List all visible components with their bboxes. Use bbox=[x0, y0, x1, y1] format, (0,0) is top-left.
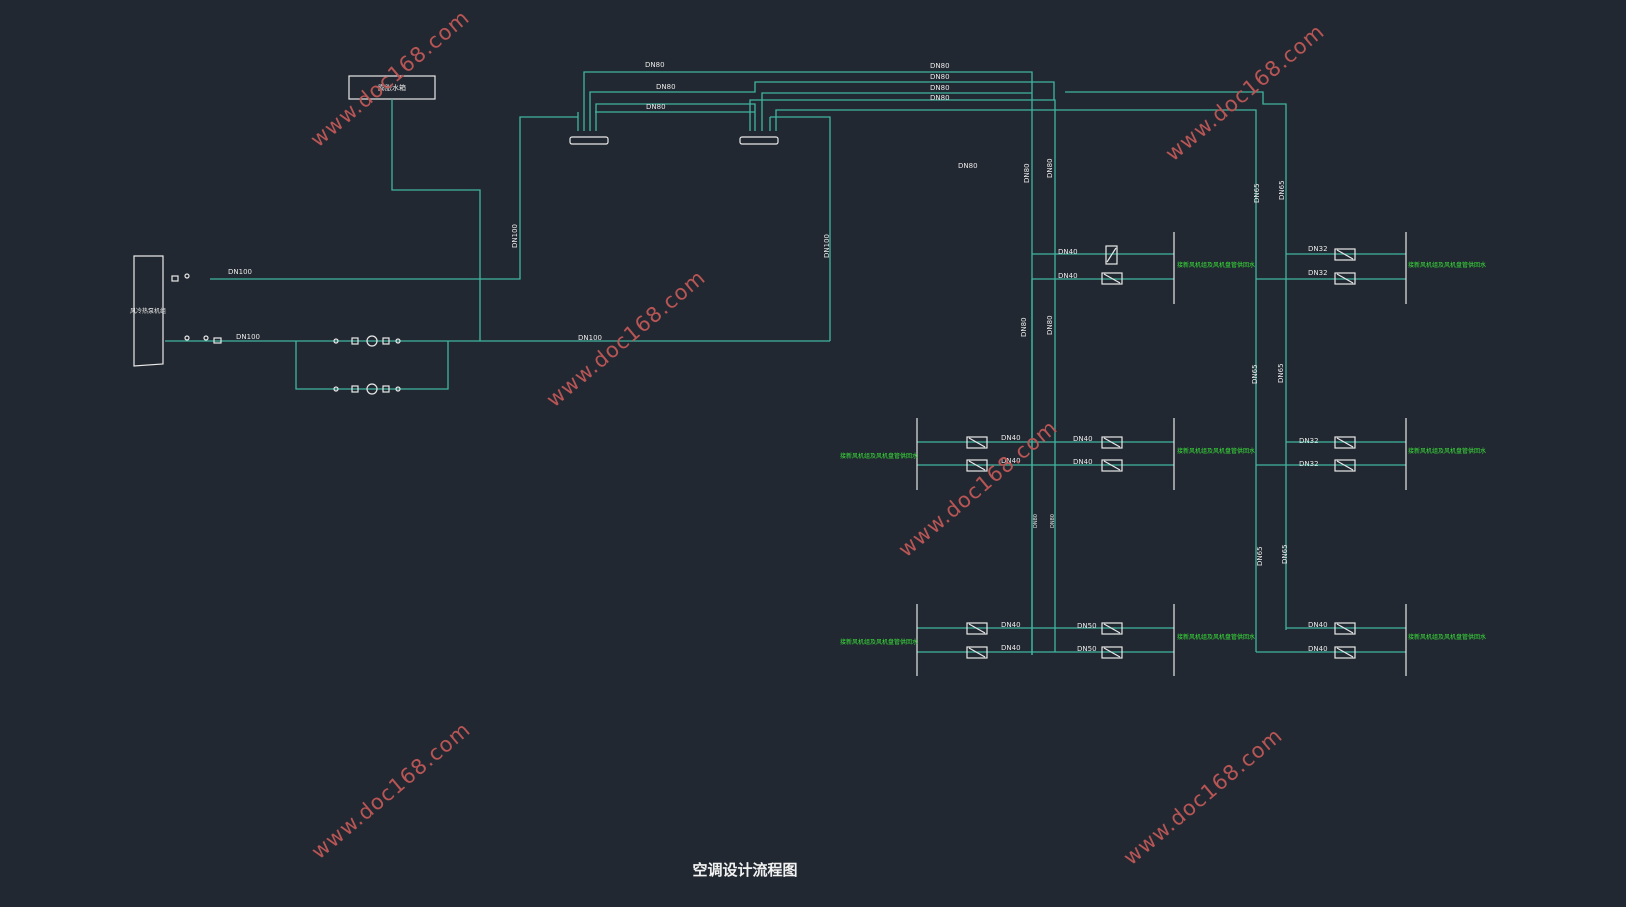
valve-icon bbox=[1334, 436, 1356, 449]
label-riser-a6: DN80 bbox=[1050, 514, 1056, 528]
valve-icon bbox=[966, 459, 988, 472]
label-return-main: DN100 bbox=[236, 333, 260, 341]
label-branch-4: DN32 bbox=[1308, 269, 1328, 277]
label-branch-16: DN40 bbox=[1308, 645, 1328, 653]
watermarks: www.doc168.com www.doc168.com www.doc168… bbox=[306, 5, 1329, 870]
label-header-2: DN80 bbox=[656, 83, 676, 91]
label-riser-a2: DN80 bbox=[1046, 158, 1054, 178]
label-branch-15: DN40 bbox=[1308, 621, 1328, 629]
watermark-3: www.doc168.com bbox=[542, 265, 710, 412]
watermark-1: www.doc168.com bbox=[306, 5, 474, 152]
label-riser-b6: DN65 bbox=[1281, 544, 1289, 564]
terminal-label-1: 接新风机组及风机盘管供回水 bbox=[1177, 261, 1255, 269]
label-branch-6: DN40 bbox=[1001, 457, 1021, 465]
tank-label: 膨胀水箱 bbox=[378, 83, 406, 92]
valve-icon bbox=[1101, 622, 1123, 635]
label-branch-12: DN40 bbox=[1001, 644, 1021, 652]
label-riser-a5: DN80 bbox=[1033, 514, 1039, 528]
branches bbox=[916, 232, 1407, 676]
pump-icon bbox=[366, 383, 378, 395]
label-riser-b2: DN65 bbox=[1278, 180, 1286, 200]
watermark-6: www.doc168.com bbox=[1119, 723, 1287, 870]
label-branch-11: DN40 bbox=[1001, 621, 1021, 629]
valve-icon bbox=[1334, 622, 1356, 635]
label-riser-left: DN100 bbox=[511, 224, 519, 248]
label-riser-right: DN100 bbox=[823, 234, 831, 258]
terminal-labels: 接新风机组及风机盘管供回水 接新风机组及风机盘管供回水 接新风机组及风机盘管供回… bbox=[840, 261, 1486, 646]
valve-icon bbox=[1101, 436, 1123, 449]
label-riser-b1: DN65 bbox=[1253, 183, 1261, 203]
valve-icon bbox=[1334, 646, 1356, 659]
pipe-labels: DN100 DN100 DN100 DN100 DN100 DN80 DN80 … bbox=[228, 61, 1289, 566]
valve-icon bbox=[1101, 646, 1123, 659]
valve-icon bbox=[966, 646, 988, 659]
valve-icon bbox=[1105, 245, 1118, 265]
watermark-5: www.doc168.com bbox=[307, 717, 475, 864]
valve-icon bbox=[1101, 272, 1123, 285]
diagram-title: 空调设计流程图 bbox=[692, 861, 797, 879]
label-riser-b5: DN65 bbox=[1256, 546, 1264, 566]
pump-icon bbox=[366, 335, 378, 347]
terminal-label-7: 接新风机组及风机盘管供回水 bbox=[1177, 633, 1255, 641]
label-riser-a3: DN80 bbox=[1020, 317, 1028, 337]
label-supply-main: DN100 bbox=[228, 268, 252, 276]
label-branch-9: DN32 bbox=[1299, 437, 1319, 445]
main-pipes bbox=[165, 71, 1287, 655]
label-riser-b4: DN65 bbox=[1277, 363, 1285, 383]
terminal-label-2: 接新风机组及风机盘管供回水 bbox=[1408, 261, 1486, 269]
valve-icon bbox=[1101, 459, 1123, 472]
label-floor: DN80 bbox=[958, 162, 978, 170]
terminal-label-5: 接新风机组及风机盘管供回水 bbox=[1408, 447, 1486, 455]
valve-icon bbox=[966, 622, 988, 635]
valve-icon bbox=[1334, 248, 1356, 261]
chiller-label: 风冷热泵机组 bbox=[130, 307, 166, 315]
label-top-b: DN80 bbox=[930, 73, 950, 81]
terminal-label-4: 接新风机组及风机盘管供回水 bbox=[1177, 447, 1255, 455]
label-top-a: DN80 bbox=[930, 62, 950, 70]
label-riser-a4: DN80 bbox=[1046, 315, 1054, 335]
branch-labels: DN40 DN40 DN32 DN32 DN40 DN40 DN40 DN40 … bbox=[1001, 245, 1328, 653]
label-branch-5: DN40 bbox=[1001, 434, 1021, 442]
label-header-1: DN80 bbox=[645, 61, 665, 69]
label-branch-2: DN40 bbox=[1058, 272, 1078, 280]
label-branch-1: DN40 bbox=[1058, 248, 1078, 256]
label-branch-8: DN40 bbox=[1073, 458, 1093, 466]
label-branch-10: DN32 bbox=[1299, 460, 1319, 468]
valve-icon bbox=[1334, 459, 1356, 472]
label-branch-3: DN32 bbox=[1308, 245, 1328, 253]
valve-icon bbox=[1334, 272, 1356, 285]
label-top-c: DN80 bbox=[930, 84, 950, 92]
label-return-main-2: DN100 bbox=[578, 334, 602, 342]
label-branch-13: DN50 bbox=[1077, 622, 1097, 630]
chiller-unit: 风冷热泵机组 bbox=[130, 255, 166, 367]
label-riser-a1: DN80 bbox=[1023, 163, 1031, 183]
label-header-3: DN80 bbox=[646, 103, 666, 111]
label-branch-7: DN40 bbox=[1073, 435, 1093, 443]
valve-icon bbox=[966, 436, 988, 449]
branch-valves bbox=[966, 245, 1356, 659]
label-branch-14: DN50 bbox=[1077, 645, 1097, 653]
terminal-label-6: 接新风机组及风机盘管供回水 bbox=[840, 638, 918, 646]
terminal-label-8: 接新风机组及风机盘管供回水 bbox=[1408, 633, 1486, 641]
distributor-header bbox=[569, 136, 779, 145]
pump-set bbox=[171, 273, 401, 395]
terminal-label-3: 接新风机组及风机盘管供回水 bbox=[840, 452, 918, 460]
label-top-d: DN80 bbox=[930, 94, 950, 102]
label-riser-b3: DN65 bbox=[1251, 364, 1259, 384]
